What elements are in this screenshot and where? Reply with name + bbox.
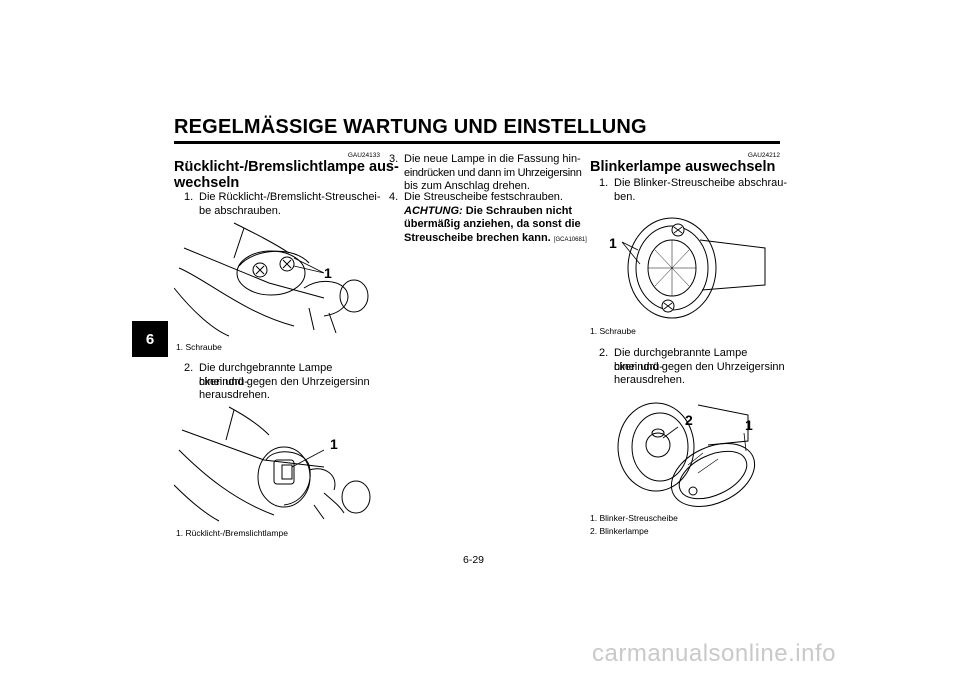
step-text-line3: herausdrehen.	[199, 389, 270, 401]
step-number: 3.	[389, 153, 399, 165]
figure-callout: 1	[324, 265, 332, 281]
step-number: 4.	[389, 191, 399, 203]
figure-caption: 1. Schraube	[590, 326, 636, 336]
caution-ref-code: [GCA10681]	[553, 236, 587, 243]
watermark: carmanualsonline.info	[592, 640, 836, 667]
turn-signal-bulb-illustration	[617, 402, 756, 507]
figure-callout: 1	[745, 417, 753, 433]
tail-light-lens-illustration	[174, 222, 369, 337]
step-text-line1: Die neue Lampe in die Fassung hin-	[404, 153, 581, 165]
page-number: 6-29	[463, 554, 485, 566]
step-text-line2: be abschrauben.	[199, 204, 281, 217]
step-text-line1: Die Rücklicht-/Bremslicht-Streuschei-	[199, 191, 381, 203]
section-code: GAU24133	[347, 152, 380, 159]
step-number: 1.	[599, 177, 609, 189]
step-text-line1: Die Streuscheibe festschrauben.	[404, 191, 563, 203]
caution-text-line3: Streuscheibe brechen kann.	[404, 231, 551, 244]
section-title-line1: Rücklicht-/Bremslichtlampe aus-	[174, 159, 399, 175]
step-number: 2.	[599, 347, 609, 359]
figure-caption-1: 1. Blinker-Streuscheibe	[590, 513, 678, 523]
caution-text-line3-wrap: Streuscheibe brechen kann. [GCA10681]	[404, 232, 587, 248]
step-text-line1: Die durchgebrannte Lampe hineindrü-	[614, 347, 748, 373]
caution-text-line1: Die Schrauben nicht	[462, 204, 573, 217]
figure-callout: 2	[685, 412, 693, 428]
figure-caption: 1. Rücklicht-/Bremslichtlampe	[176, 528, 288, 538]
step-text-line2: eindrücken und dann im Uhrzeigersinn	[404, 166, 582, 179]
step-1: 1. Die Rücklicht-/Bremslicht-Streuschei-…	[184, 191, 384, 219]
header-rule	[174, 141, 780, 144]
step-number: 2.	[184, 362, 194, 374]
step-2: 2. Die durchgebrannte Lampe hineindrü- c…	[599, 347, 799, 389]
page-title: REGELMÄSSIGE WARTUNG UND EINSTELLUNG	[174, 116, 647, 138]
step-text-line2: ben.	[614, 190, 636, 203]
step-text-line2: cken und gegen den Uhrzeigersinn	[199, 375, 370, 388]
caution-label: ACHTUNG:	[404, 204, 463, 217]
turn-signal-lens-illustration	[621, 217, 766, 319]
step-number: 1.	[184, 191, 194, 203]
chapter-tab: 6	[132, 321, 168, 357]
step-text-line1: Die Blinker-Streuscheibe abschrau-	[614, 177, 788, 189]
step-4: 4. Die Streuscheibe festschrauben. ACHTU…	[389, 191, 589, 247]
figure-caption: 1. Schraube	[176, 342, 222, 352]
step-text-line3: bis zum Anschlag drehen.	[404, 180, 530, 192]
step-1: 1. Die Blinker-Streuscheibe abschrau- be…	[599, 177, 799, 205]
figure-callout: 1	[330, 436, 338, 452]
step-text-line1: Die durchgebrannte Lampe hineindrü-	[199, 362, 333, 388]
section-title-line2: wechseln	[174, 175, 240, 191]
step-text-line3: herausdrehen.	[614, 374, 685, 386]
figure-caption-2: 2. Blinkerlampe	[590, 526, 649, 536]
step-text-line2: cken und gegen den Uhrzeigersinn	[614, 360, 785, 373]
step-2: 2. Die durchgebrannte Lampe hineindrü- c…	[184, 362, 384, 404]
section-code: GAU24212	[747, 152, 780, 159]
section-title: Blinkerlampe auswechseln	[590, 159, 776, 175]
caution-note: ACHTUNG: Die Schrauben nicht	[404, 205, 572, 219]
caution-text-line2: übermäßig anziehen, da sonst die	[404, 218, 581, 230]
step-3: 3. Die neue Lampe in die Fassung hin- ei…	[389, 153, 589, 195]
tail-light-bulb-illustration	[174, 406, 371, 522]
figure-callout: 1	[609, 235, 617, 251]
